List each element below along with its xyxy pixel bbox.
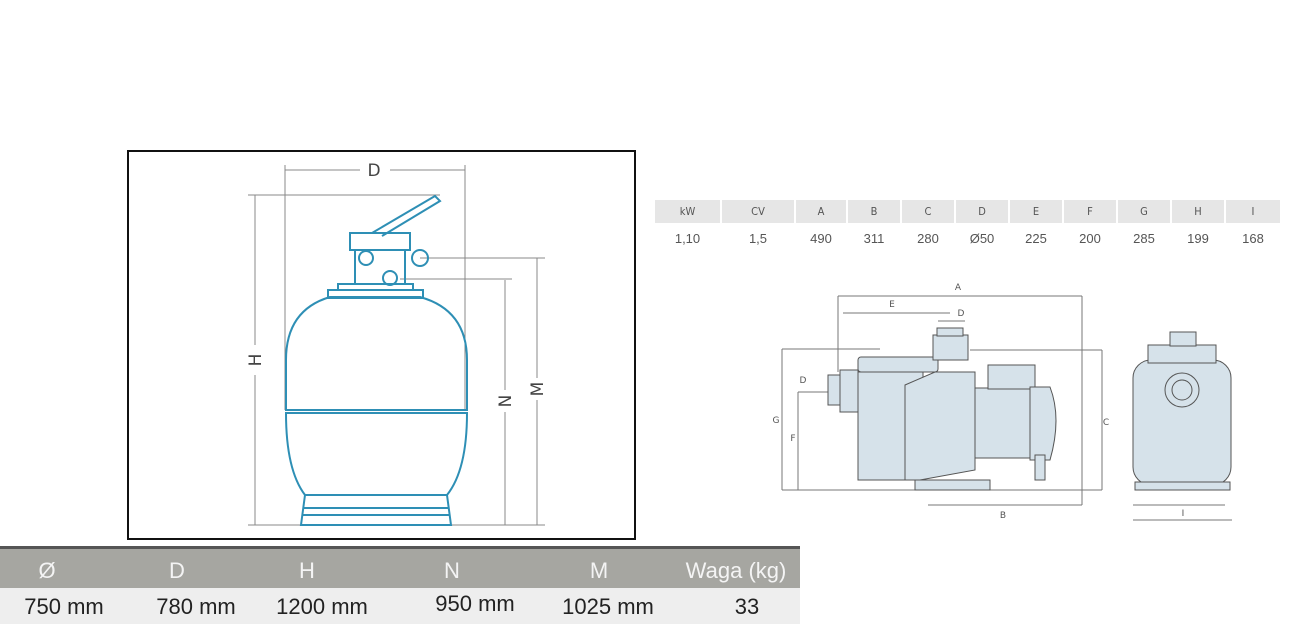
filter-value-d: 780 mm (156, 594, 236, 619)
filter-table-header: Ø D H N M Waga (kg) (0, 546, 800, 588)
dimension-label-m: M (528, 382, 548, 397)
filter-table-row: 750 mm 780 mm 1200 mm 950 mm 1025 mm 33 (0, 588, 800, 624)
pump-header-e: E (1010, 200, 1062, 223)
pump-label-d-top: D (958, 309, 965, 319)
pump-header-a: A (796, 200, 846, 223)
pump-header-kw: kW (655, 200, 720, 223)
pump-value-kw: 1,10 (674, 231, 701, 246)
filter-header-diameter: Ø (38, 558, 56, 583)
filter-header-m: M (589, 558, 609, 583)
dimension-label-n: N (496, 395, 516, 408)
pump-header-g: G (1118, 200, 1170, 223)
pump-header-c: C (902, 200, 954, 223)
pump-value-i: 168 (1242, 231, 1264, 246)
pump-value-e: 225 (1025, 231, 1047, 246)
filter-value-m: 1025 mm (562, 594, 654, 619)
pump-value-h: 199 (1187, 231, 1209, 246)
pump-header-b: B (848, 200, 900, 223)
pump-header-cv: CV (722, 200, 794, 223)
pump-label-i: I (1182, 509, 1185, 519)
dimension-label-d: D (367, 161, 380, 181)
pump-label-c: C (1103, 418, 1109, 428)
filter-value-diameter: 750 mm (24, 594, 104, 619)
pump-header-d: D (956, 200, 1008, 223)
pump-label-f: F (790, 434, 795, 444)
pump-value-c: 280 (917, 231, 939, 246)
filter-diagram-frame (127, 150, 636, 540)
pump-header-h: H (1172, 200, 1224, 223)
sand-filter-drawing: D H N M (246, 161, 548, 526)
pump-value-f: 200 (1079, 231, 1101, 246)
pump-value-d: Ø50 (969, 231, 995, 246)
pump-value-a: 490 (810, 231, 832, 246)
pump-label-g: G (773, 416, 780, 426)
filter-value-n: 950 mm (435, 591, 515, 616)
pump-value-b: 311 (863, 231, 885, 246)
pump-value-cv: 1,5 (748, 231, 768, 246)
pump-header-f: F (1064, 200, 1116, 223)
filter-spec-table: Ø D H N M Waga (kg) 750 mm 780 mm 1200 m… (0, 546, 800, 624)
filter-value-h: 1200 mm (276, 594, 368, 619)
pump-spec-table: kW CV A B C D E F G H I 1,10 1,5 490 311… (655, 200, 1280, 252)
filter-header-n: N (444, 558, 460, 583)
pump-label-a: A (955, 283, 962, 293)
filter-header-d: D (169, 558, 185, 583)
pump-label-d-side: D (800, 376, 807, 386)
pump-label-b: B (1000, 511, 1006, 521)
filter-header-weight: Waga (kg) (685, 558, 787, 583)
pump-value-g: 285 (1133, 231, 1155, 246)
dimension-label-h: H (246, 354, 266, 367)
pump-label-e: E (889, 300, 895, 310)
pump-drawing: A E D D G F C B I (773, 283, 1232, 521)
filter-value-weight: 33 (734, 594, 760, 619)
pump-header-i: I (1226, 200, 1280, 223)
filter-header-h: H (299, 558, 315, 583)
